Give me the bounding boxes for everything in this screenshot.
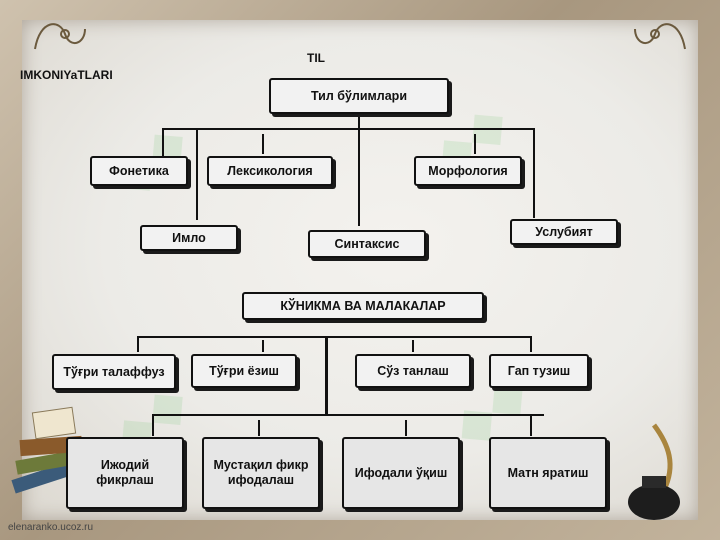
node-correct-pronunciation: Тўғри талаффуз	[52, 354, 176, 390]
node-creative-thinking: Ижодий фикрлаш	[66, 437, 184, 509]
connector-line	[325, 336, 328, 416]
connector-line	[530, 414, 532, 436]
tree2-root-box: КЎНИКМА ВА МАЛАКАЛАР	[242, 292, 484, 320]
connector-line	[533, 128, 535, 218]
connector-line	[152, 414, 544, 416]
node-sentence-building: Гап тузиш	[489, 354, 589, 388]
connector-line	[162, 128, 534, 130]
heading-left: IMKONIYaTLARI	[20, 68, 113, 82]
connector-line	[258, 420, 260, 436]
tree1-root-box: Тил бўлимлари	[269, 78, 449, 114]
connector-line	[358, 114, 360, 130]
inkwell-icon	[628, 423, 680, 520]
connector-line	[137, 336, 139, 352]
connector-line	[474, 134, 476, 154]
node-stylistics: Услубият	[510, 219, 618, 245]
node-independent-expression: Мустақил фикр ифодалаш	[202, 437, 320, 509]
heading-top: TIL	[307, 51, 325, 65]
node-lexicology: Лексикология	[207, 156, 333, 186]
node-correct-writing: Тўғри ёзиш	[191, 354, 297, 388]
corner-ornament-icon	[634, 23, 686, 50]
connector-line	[152, 414, 154, 436]
node-expressive-reading: Ифодали ўқиш	[342, 437, 460, 509]
connector-line	[262, 134, 264, 154]
corner-ornament-icon	[34, 23, 86, 50]
connector-line	[262, 340, 264, 352]
connector-line	[405, 420, 407, 436]
connector-line	[412, 340, 414, 352]
node-text-creation: Матн яратиш	[489, 437, 607, 509]
credit-text: elenaranko.ucoz.ru	[8, 522, 94, 533]
node-morphology: Морфология	[414, 156, 522, 186]
connector-line	[530, 336, 532, 352]
connector-line	[196, 128, 198, 220]
node-syntax: Синтаксис	[308, 230, 426, 258]
connector-line	[137, 336, 531, 338]
connector-line	[162, 128, 164, 158]
connector-line	[358, 128, 360, 226]
node-word-choice: Сўз танлаш	[355, 354, 471, 388]
node-spelling: Имло	[140, 225, 238, 251]
node-phonetics: Фонетика	[90, 156, 188, 186]
